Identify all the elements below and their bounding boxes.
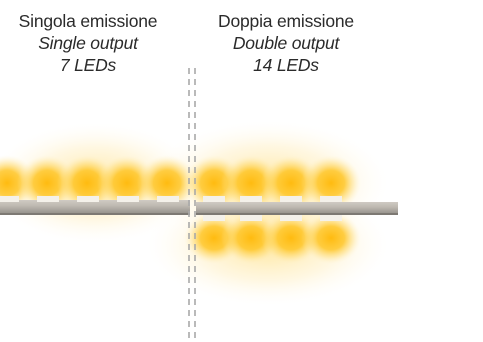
led-glow-left-4 [137,155,197,211]
led-chip-right-top-0 [203,196,225,202]
led-glow-right-top-3 [301,155,361,211]
double-output-title: Doppia emissione [218,11,354,31]
single-output-led-count: 7 LEDs [59,55,117,75]
led-chip-right-bottom-2 [280,215,302,221]
double-output-led-count: 14 LEDs [253,55,319,75]
led-chip-right-top-3 [320,196,342,202]
single-output-label: Singola emissione Single output 7 LEDs [0,10,176,76]
led-glow-right-bottom-3 [301,212,361,264]
led-glows [0,155,361,264]
led-chip-right-bottom-0 [203,215,225,221]
led-chips [0,196,342,221]
led-chip-right-bottom-1 [240,215,262,221]
single-output-title: Singola emissione [18,11,158,31]
led-chip-left-0 [0,196,19,202]
double-output-subtitle: Double output [232,33,340,53]
left-strip-edge [0,213,190,215]
double-output-label: Doppia emissione Double output 14 LEDs [198,10,374,76]
led-chip-right-top-1 [240,196,262,202]
led-chip-left-1 [37,196,59,202]
led-chip-left-2 [77,196,99,202]
right-led-strip [196,202,398,215]
led-chip-left-3 [117,196,139,202]
led-chip-left-4 [157,196,179,202]
led-chip-right-bottom-3 [320,215,342,221]
right-strip-edge [196,213,398,215]
left-led-strip [0,200,190,215]
single-output-subtitle: Single output [38,33,138,53]
led-chip-right-top-2 [280,196,302,202]
